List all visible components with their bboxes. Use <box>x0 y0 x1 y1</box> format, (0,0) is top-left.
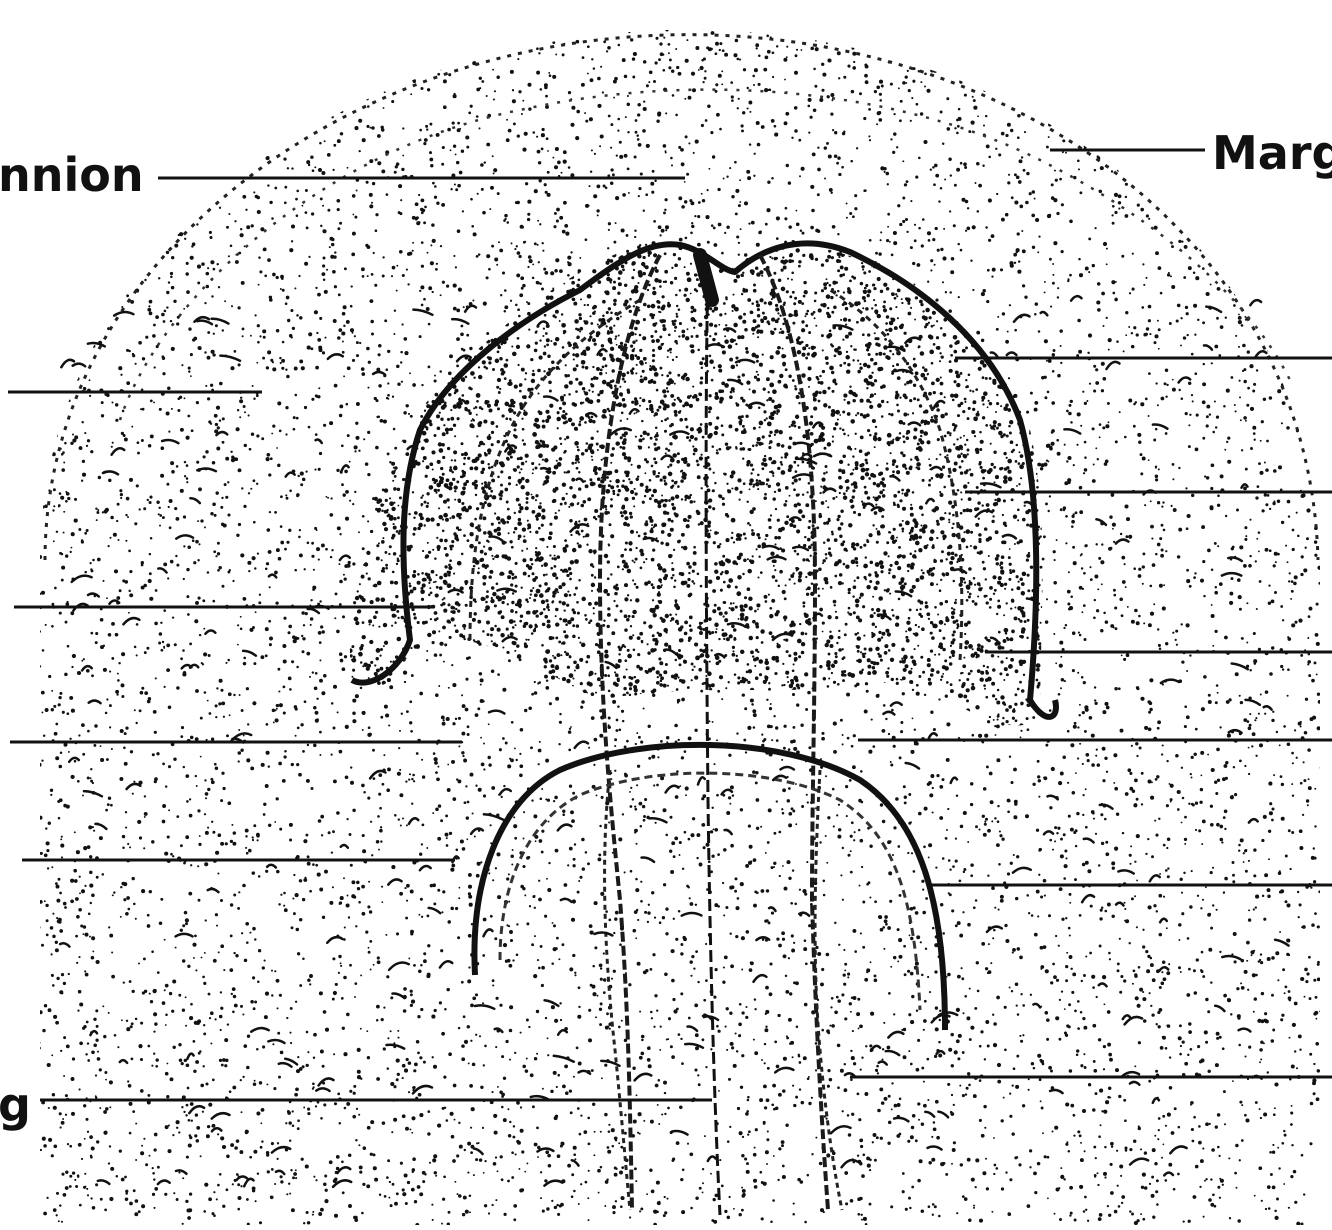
label-margin: Marg <box>1212 130 1332 176</box>
leader-lines <box>8 150 1332 1100</box>
label-bottom-left: g <box>0 1082 31 1128</box>
label-amnion: nnion <box>0 152 144 198</box>
blastoderm-stipple <box>28 18 1331 1225</box>
